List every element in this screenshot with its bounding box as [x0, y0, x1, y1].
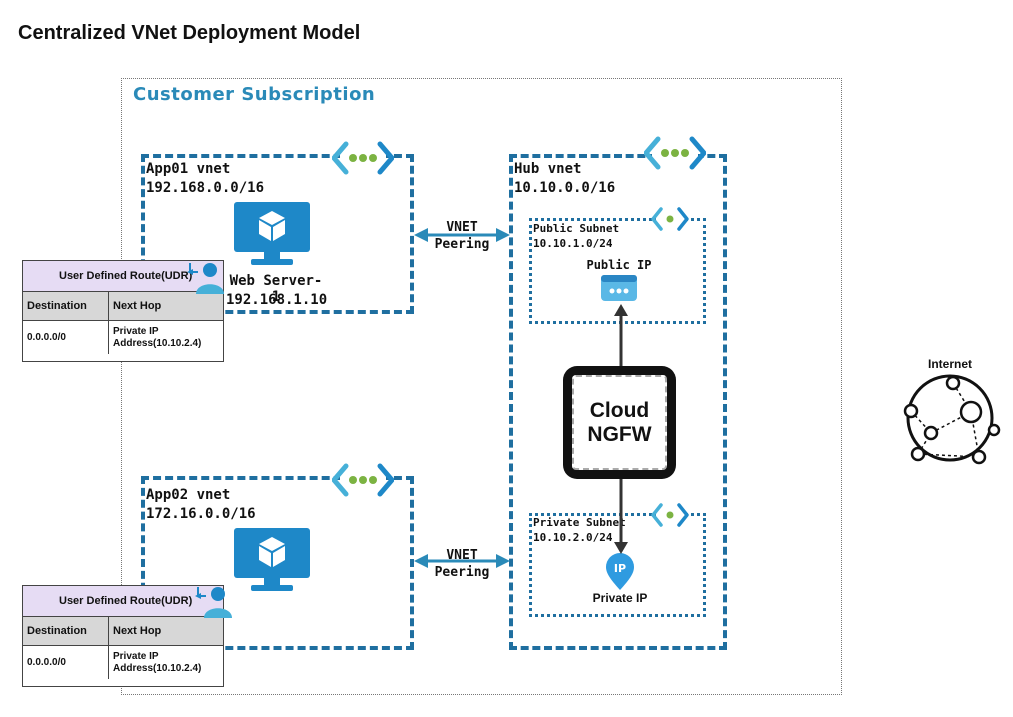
app02-vnet-name: App02 vnet [146, 487, 231, 503]
private-subnet-icon [651, 503, 689, 527]
web-server-ip: 192.168.1.10 [226, 292, 328, 308]
cloud-ngfw-block: Cloud NGFW [563, 366, 676, 479]
hub-vnet-icon [644, 136, 706, 170]
udr-next-hop-line2: Address(10.10.2.4) [113, 337, 202, 349]
udr-destination-value: 0.0.0.0/0 [23, 321, 109, 354]
peering-top-line2: Peering [434, 237, 490, 252]
peering-arrow-bottom [414, 554, 510, 568]
udr-col-next-hop: Next Hop [109, 292, 223, 320]
app01-vnet-name: App01 vnet [146, 161, 231, 177]
public-ip-icon [601, 275, 637, 301]
table-row: 0.0.0.0/0 Private IP Address(10.10.2.4) [23, 321, 223, 354]
cloud-ngfw-line1: Cloud [589, 398, 650, 422]
app01-vnet-cidr: 192.168.0.0/16 [146, 180, 265, 196]
peering-arrow-top [414, 228, 510, 242]
public-subnet-icon [651, 207, 689, 231]
public-subnet-name: Public Subnet [533, 222, 620, 235]
cloud-ngfw-line2: NGFW [587, 422, 652, 446]
udr-header-row: Destination Next Hop [23, 292, 223, 321]
internet-label: Internet [927, 357, 972, 371]
udr-col-destination: Destination [23, 292, 109, 320]
private-ip-label: Private IP [592, 591, 648, 605]
app01-vnet-icon [332, 141, 394, 175]
public-ip-arrowhead [614, 304, 628, 316]
udr-next-hop-line1: Private IP [113, 325, 159, 337]
udr-next-hop-value: Private IP Address(10.10.2.4) [109, 321, 223, 354]
web-server-name: Web Server-1 [229, 273, 323, 305]
udr-destination-value: 0.0.0.0/0 [23, 646, 109, 679]
udr-header-row: Destination Next Hop [23, 617, 223, 646]
public-subnet-box [529, 218, 706, 324]
ngfw-connectors [614, 304, 628, 554]
peering-bottom-line1: VNET [446, 548, 478, 563]
hub-vnet-cidr: 10.10.0.0/16 [514, 180, 616, 196]
app02-vnet-cidr: 172.16.0.0/16 [146, 506, 256, 522]
udr-next-hop-line2: Address(10.10.2.4) [113, 662, 202, 674]
app02-vnet-icon [332, 463, 394, 497]
private-subnet-name: Private Subnet [533, 516, 626, 529]
private-subnet-cidr: 10.10.2.0/24 [533, 531, 613, 544]
private-ip-arrowhead [614, 542, 628, 554]
private-ip-pin-icon: IP [606, 553, 634, 590]
udr-table-title: User Defined Route(UDR) [23, 586, 223, 617]
udr-col-next-hop: Next Hop [109, 617, 223, 645]
udr-next-hop-line1: Private IP [113, 650, 159, 662]
udr-col-destination: Destination [23, 617, 109, 645]
app02-monitor-icon [234, 528, 310, 591]
web-server-monitor-icon [234, 202, 310, 265]
udr-table-app01: User Defined Route(UDR) Destination Next… [22, 260, 224, 362]
private-ip-badge: IP [614, 562, 626, 575]
udr-table-app02: User Defined Route(UDR) Destination Next… [22, 585, 224, 687]
peering-bottom-line2: Peering [434, 565, 490, 580]
udr-user-icon [195, 587, 232, 618]
customer-subscription-boundary [121, 78, 842, 695]
page-title: Centralized VNet Deployment Model [18, 22, 361, 44]
udr-next-hop-value: Private IP Address(10.10.2.4) [109, 646, 223, 679]
public-subnet-cidr: 10.10.1.0/24 [533, 237, 613, 250]
udr-user-icon [187, 263, 224, 294]
customer-subscription-label: Customer Subscription [133, 84, 376, 105]
table-row: 0.0.0.0/0 Private IP Address(10.10.2.4) [23, 646, 223, 679]
hub-vnet-name: Hub vnet [514, 161, 582, 177]
peering-top-line1: VNET [446, 220, 478, 235]
globe-network-icon [903, 374, 1001, 465]
public-ip-label: Public IP [586, 258, 652, 272]
